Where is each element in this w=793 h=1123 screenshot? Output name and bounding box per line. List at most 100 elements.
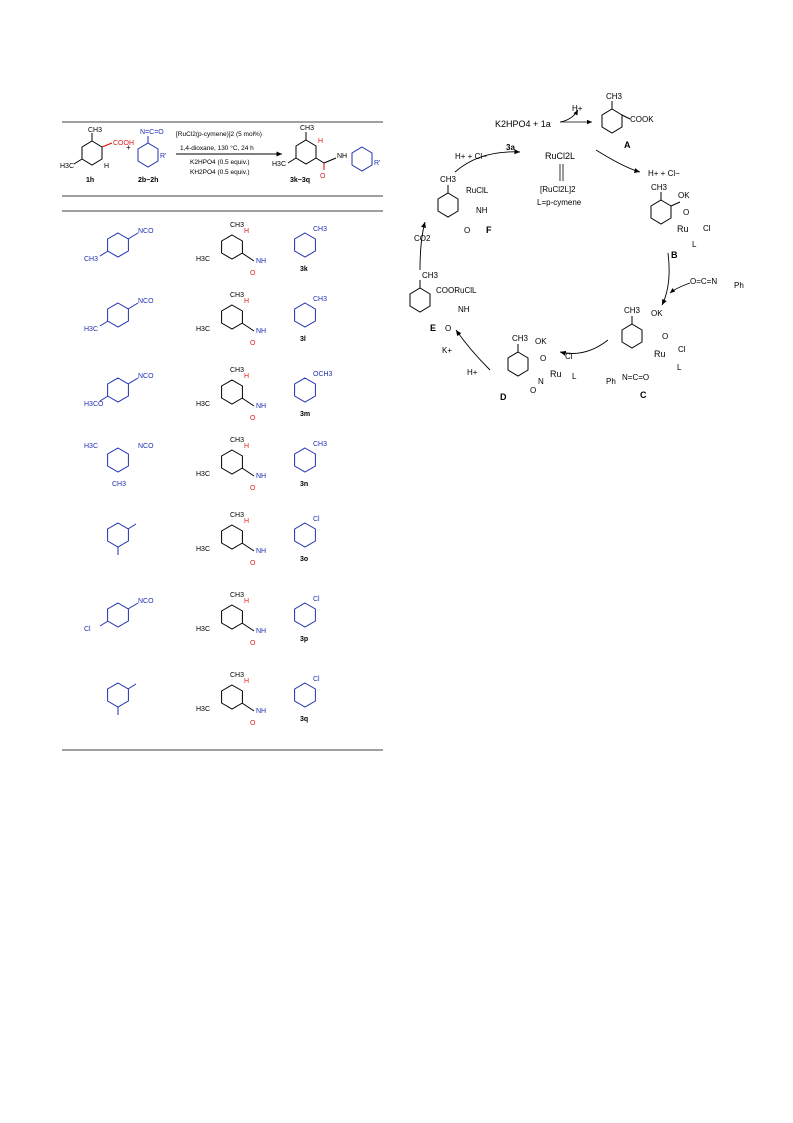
C-cl: Cl	[678, 345, 686, 354]
product-label: 3q	[300, 716, 308, 723]
catalytic-cycle: K2HPO4 + 1a H+ CH3 COOK A H+ + Cl− 3a Ru…	[409, 92, 744, 402]
reagent-ring	[107, 232, 129, 258]
product-o: O	[250, 640, 256, 647]
product-aryl-substituent: Cl	[313, 596, 320, 603]
compound-1h: CH3 COOH H3C H 1h	[60, 127, 134, 184]
product-aryl-substituent: CH3	[313, 296, 327, 303]
reagent-ring	[107, 377, 129, 403]
product-ch3: CH3	[230, 292, 244, 299]
reagent-substituent-2: NCO	[138, 443, 154, 450]
product-label: 3n	[300, 481, 308, 488]
product-o: O	[250, 270, 256, 277]
cycle-h-plus-top: H+	[572, 104, 583, 113]
product-ch3: CH3	[230, 592, 244, 599]
product-h: H	[244, 678, 249, 685]
reaction-scheme: CH3 COOH H3C H 1h + N=C=O R' 2b−2h [RuCl…	[60, 121, 383, 751]
D-o2: O	[530, 386, 536, 395]
product-label: 3m	[300, 411, 310, 418]
reagent-substituent-2: H3CO	[84, 401, 104, 408]
reagent-ring	[107, 522, 129, 548]
product-o: O	[250, 560, 256, 567]
label-B: B	[671, 250, 678, 260]
sm1-label: 1h	[86, 177, 94, 184]
product-ring-2	[294, 447, 316, 473]
plus-sign: +	[126, 143, 131, 152]
product-nh: NH	[256, 628, 266, 635]
reagent-ring	[107, 682, 129, 708]
D-ch3: CH3	[512, 334, 529, 343]
reagent-substituent-2: Cl	[84, 626, 91, 633]
B-cl: Cl	[703, 224, 711, 233]
compound-2: N=C=O R' 2b−2h	[137, 129, 166, 184]
cond-base2: KH2PO4 (0.5 equiv.)	[190, 169, 250, 176]
cycle-k-plus: K+	[442, 346, 452, 355]
product-h: H	[244, 228, 249, 235]
product-nh: NH	[256, 708, 266, 715]
product-h3c: H3C	[196, 471, 210, 478]
cycle-3a: 3a	[506, 143, 515, 152]
product-nh: NH	[256, 328, 266, 335]
E-coorucll: COORuClL	[436, 286, 477, 295]
product-ch3: CH3	[230, 367, 244, 374]
E-nh: NH	[458, 305, 470, 314]
cond-base1: K2HPO4 (0.5 equiv.)	[190, 159, 250, 166]
reagent-substituent-1: NCO	[138, 373, 154, 380]
product-h3c: H3C	[196, 546, 210, 553]
product-label: 3k	[300, 266, 308, 273]
D-ru: Ru	[550, 369, 562, 379]
product-aryl-substituent: Cl	[313, 516, 320, 523]
reagent-ring	[107, 602, 129, 628]
cycle-co2: CO2	[414, 234, 431, 243]
product-ring-2	[294, 602, 316, 628]
F-ch3: CH3	[440, 175, 457, 184]
F-o: O	[464, 226, 470, 235]
intermediate-E: CH3 COORuClL NH O E	[409, 271, 477, 333]
product-o: O	[250, 720, 256, 727]
C-ph: Ph	[606, 377, 616, 386]
product-h3c: H3C	[196, 706, 210, 713]
product-aryl-substituent: OCH3	[313, 371, 333, 378]
label-A: A	[624, 140, 631, 150]
D-cl: Cl	[565, 352, 573, 361]
cond-solvent: 1,4-dioxane, 130 °C, 24 h	[180, 144, 254, 152]
D-n: N	[538, 377, 544, 386]
product-o: O	[250, 415, 256, 422]
product-aryl-substituent: CH3	[313, 441, 327, 448]
product-ring-2	[294, 232, 316, 258]
prod-o: O	[320, 173, 326, 180]
cycle-ligand: L=p-cymene	[537, 198, 582, 207]
product-label: 3p	[300, 636, 308, 643]
F-rucil: RuClL	[466, 186, 489, 195]
C-ok: OK	[651, 309, 663, 318]
prod-ch3: CH3	[300, 125, 314, 132]
intermediate-F: CH3 RuClL NH O F	[437, 175, 492, 235]
sm1-cooh: COOH	[113, 140, 134, 147]
cycle-top-reagents: K2HPO4 + 1a	[495, 119, 551, 129]
product-nh: NH	[256, 548, 266, 555]
product-h: H	[244, 373, 249, 380]
product-label: 3o	[300, 556, 308, 563]
product-aryl-substituent: Cl	[313, 676, 320, 683]
product-h: H	[244, 518, 249, 525]
A-cook: COOK	[630, 115, 654, 124]
product-ring-1	[221, 524, 243, 550]
cond-catalyst: [RuCl2(p-cymene)]2 (5 mol%)	[176, 131, 262, 138]
cycle-hcl-right: H+ + Cl−	[648, 169, 680, 178]
E-o: O	[445, 324, 451, 333]
intermediate-D: CH3 OK O Ru Cl L N O D	[500, 334, 577, 402]
reagent-ring	[107, 302, 129, 328]
product-h3c: H3C	[196, 326, 210, 333]
label-F: F	[486, 225, 492, 235]
product-label: 3l	[300, 336, 306, 343]
conditions: [RuCl2(p-cymene)]2 (5 mol%) 1,4-dioxane,…	[176, 131, 282, 176]
reagent-substituent-2: CH3	[84, 256, 98, 263]
product-nh: NH	[256, 403, 266, 410]
sm1-ch3: CH3	[88, 127, 102, 134]
B-ok: OK	[678, 191, 690, 200]
